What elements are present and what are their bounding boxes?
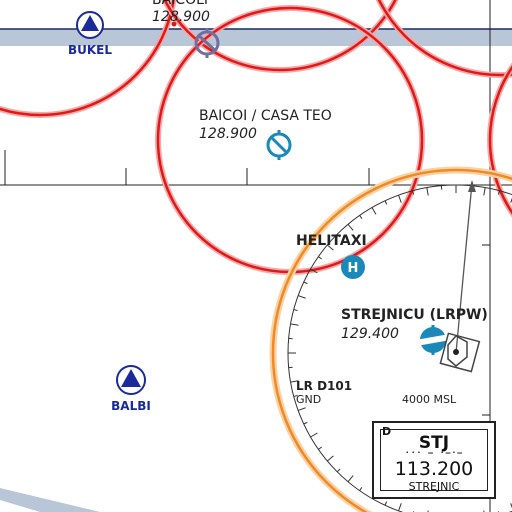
heliport-symbol: H (348, 261, 359, 276)
baicoi-name: BAICOI / CASA TEO (199, 108, 332, 124)
restricted-area-lrd101[interactable]: LR D101 GND 4000 MSL (296, 379, 457, 406)
red-dot-icon (171, 21, 177, 27)
airway-band-bottom (0, 488, 100, 512)
compass-tick (347, 223, 354, 231)
compass-tick (359, 215, 363, 219)
compass-tick (293, 394, 298, 397)
heliport-icon (341, 255, 365, 279)
compass-tick (497, 190, 500, 195)
reporting-point-balbi[interactable]: BALBI (111, 365, 151, 413)
compass-tick (412, 190, 415, 195)
compass-tick (510, 503, 512, 509)
compass-ticks (288, 185, 512, 512)
navaid-name: STREJNIC (408, 480, 460, 493)
vor-dme-icon[interactable] (439, 332, 481, 373)
compass-tick (371, 207, 377, 215)
compass-tick (359, 487, 363, 491)
top-station-name: BAICOLI (152, 0, 208, 8)
restricted-area-upper: 4000 MSL (402, 393, 457, 406)
compass-tick (318, 256, 322, 260)
reporting-point-bukel[interactable]: BUKEL (68, 11, 112, 57)
strejnicu-freq: 129.400 (341, 326, 399, 342)
bukel-label: BUKEL (68, 43, 112, 57)
station-top-partial[interactable]: BAICOLI 128.900 (152, 0, 210, 27)
compass-tick (318, 446, 322, 450)
compass-tick (303, 421, 308, 425)
compass-tick (290, 323, 299, 326)
baicoi-freq: 128.900 (199, 126, 257, 142)
airport-strejnicu[interactable]: STREJNICU (LRPW) 129.400 (341, 307, 488, 355)
compass-tick (310, 432, 318, 438)
compass-tick (297, 295, 306, 299)
compass-tick (303, 281, 308, 285)
station-baicoi[interactable]: BAICOI / CASA TEO 128.900 (199, 108, 332, 160)
navaid-frequency: 113.200 (394, 458, 474, 480)
navaid-info-box[interactable]: D STJ ··· — ·—·— 113.200 STREJNIC (372, 421, 496, 499)
airfield-symbol-icon (266, 130, 292, 160)
airport-icon (419, 325, 447, 355)
restricted-area-name: LR D101 (296, 379, 352, 393)
compass-tick (426, 187, 429, 196)
top-station-freq: 128.900 (152, 9, 210, 25)
compass-tick (310, 268, 318, 274)
compass-tick (293, 309, 298, 312)
strejnicu-name: STREJNICU (LRPW) (341, 307, 488, 323)
compass-tick (384, 200, 388, 205)
balbi-label: BALBI (111, 399, 151, 413)
compass-tick (326, 244, 334, 251)
airfield-symbol-icon[interactable] (194, 28, 220, 58)
navaid-morse: ··· — ·—·— (404, 448, 464, 457)
restricted-area-lower: GND (296, 393, 321, 406)
compass-tick (510, 197, 512, 203)
compass-tick (326, 455, 334, 462)
navaid-ident: STJ (418, 433, 450, 453)
compass-tick (347, 475, 354, 483)
compass-tick (398, 194, 402, 203)
compass-tick (384, 501, 388, 506)
compass-tick (290, 380, 299, 383)
compass-tick (297, 407, 306, 411)
vor-radial (455, 180, 476, 354)
compass-tick (398, 503, 402, 512)
heliport-helitaxi[interactable]: HELITAXI H (296, 233, 367, 279)
navaid-inner-frame: STJ ··· — ·—·— 113.200 STREJNIC (380, 429, 488, 493)
navaid-class: D (382, 425, 392, 438)
heliport-name: HELITAXI (296, 233, 367, 249)
compass-tick (336, 468, 341, 473)
compass-tick (336, 233, 341, 238)
compass-tick (483, 187, 486, 196)
